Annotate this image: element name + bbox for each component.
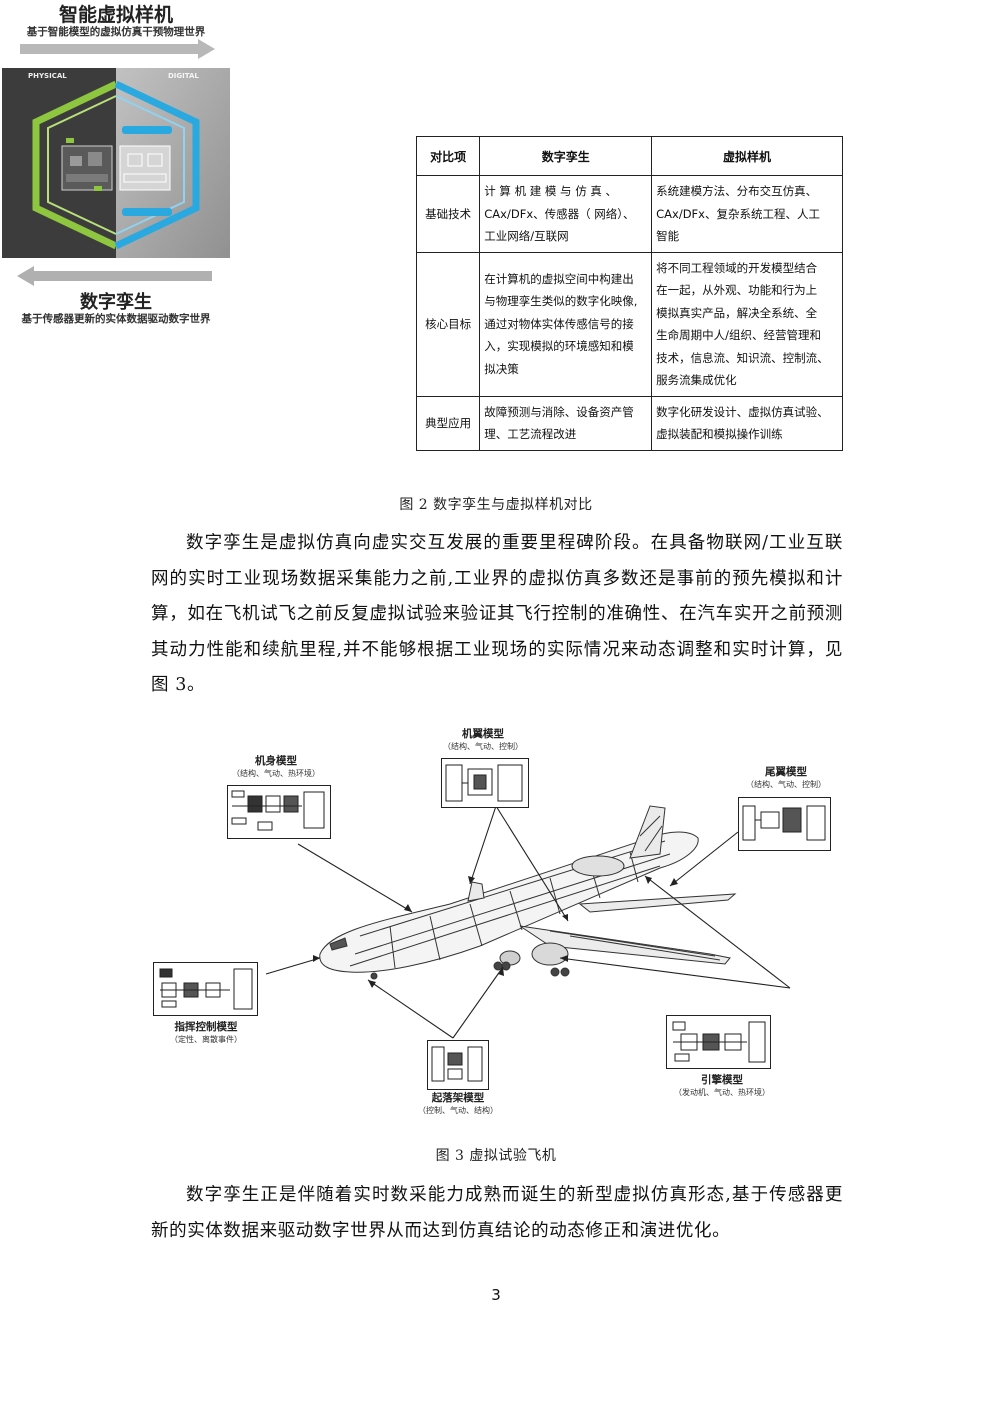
row-label: 典型应用 <box>415 395 481 451</box>
bottom-arrow <box>17 266 212 286</box>
cell-line: 理、工艺流程改进 <box>484 427 577 441</box>
block-diagram-icon <box>231 790 325 831</box>
flight-control-model-title: 指挥控制模型 <box>174 1021 238 1033</box>
page-number: 3 <box>491 1286 501 1304</box>
cell-line: 虚拟装配和模拟操作训练 <box>656 427 783 441</box>
figure3-caption: 图 3 虚拟试验飞机 <box>435 1148 557 1164</box>
physical-label: PHYSICAL <box>28 72 67 80</box>
header-item: 对比项 <box>415 136 481 176</box>
cell-line: 系统建模方法、分布交互仿真、 <box>656 184 818 198</box>
landing-gear-model-sub: （控制、气动、结构） <box>418 1106 498 1115</box>
top-title: 智能虚拟样机 <box>58 4 173 26</box>
fuselage-model-sub: （结构、气动、热环境） <box>232 769 320 778</box>
engine-model: 引擎模型 （发动机、气动、热环境） <box>662 1072 782 1098</box>
engine-model-title: 引擎模型 <box>701 1074 743 1086</box>
cell-line: 通过对物体实体传感信号的接 <box>484 316 634 331</box>
tail-model-diagram <box>738 797 831 851</box>
cell-line: 服务流集成优化 <box>656 373 737 387</box>
engine-model-diagram <box>666 1015 771 1069</box>
landing-gear-model-diagram <box>427 1040 489 1090</box>
row-label: 核心目标 <box>415 251 481 397</box>
cycle-graphic <box>2 39 230 258</box>
top-subtitle: 基于智能模型的虚拟仿真干预物理世界 <box>26 26 206 38</box>
virtual-prototype-cell: 系统建模方法、分布交互仿真、 CAx/DFx、复杂系统工程、人工智能 <box>651 175 843 253</box>
digital-twin-cell: 故障预测与消除、设备资产管理、工艺流程改进 <box>479 395 653 451</box>
cell-line: 故障预测与消除、设备资产管 <box>484 404 634 419</box>
wing-model-sub: （结构、气动、控制） <box>443 742 523 751</box>
wing-model: 机翼模型 （结构、气动、控制） <box>428 726 538 752</box>
tail-model: 尾翼模型 （结构、气动、控制） <box>736 764 836 790</box>
tail-model-title: 尾翼模型 <box>765 766 807 778</box>
digital-label: DIGITAL <box>168 72 199 80</box>
cell-line: 入，实现模拟的环境感知和模 <box>484 339 634 354</box>
header-digital-twin: 数字孪生 <box>479 136 653 176</box>
cell-line: 计 算 机 建 模 与 仿 真 、 <box>484 184 618 198</box>
cell-line: CAx/DFx、复杂系统工程、人工 <box>656 206 820 221</box>
fuselage-model-title: 机身模型 <box>255 755 297 767</box>
virtual-prototype-cell: 数字化研发设计、虚拟仿真试验、虚拟装配和模拟操作训练 <box>651 395 843 451</box>
block-diagram-icon <box>742 805 826 841</box>
flight-control-model-diagram <box>153 962 258 1016</box>
cell-line: 智能 <box>656 229 680 243</box>
cell-line: 与物理孪生类似的数字化映像, <box>484 294 638 309</box>
cell-line: 生命周期中人/组织、经营管理和 <box>656 328 821 342</box>
block-diagram-icon <box>672 1021 766 1063</box>
virtual-prototype-cell: 将不同工程领域的开发模型结合在一起，从外观、功能和行为上模拟真实产品，解决全系统… <box>651 251 843 397</box>
comparison-table: 对比项 数字孪生 虚拟样机 基础技术计 算 机 建 模 与 仿 真 、 CAx/D… <box>415 136 843 451</box>
figure2-caption: 图 2 数字孪生与虚拟样机对比 <box>399 497 593 513</box>
table-header-row: 对比项 数字孪生 虚拟样机 <box>415 136 843 176</box>
table-row: 基础技术计 算 机 建 模 与 仿 真 、 CAx/DFx、传感器（ 网络）、工业… <box>415 175 843 253</box>
cell-line: 在计算机的虚拟空间中构建出 <box>484 271 634 286</box>
block-diagram-icon <box>431 1046 483 1082</box>
cell-line: 工业网络/互联网 <box>484 229 569 243</box>
wing-model-title: 机翼模型 <box>462 728 504 740</box>
fuselage-model: 机身模型 （结构、气动、热环境） <box>216 753 336 779</box>
tail-model-sub: （结构、气动、控制） <box>746 780 826 789</box>
cell-line: 拟决策 <box>484 361 519 376</box>
landing-gear-model-title: 起落架模型 <box>431 1092 485 1104</box>
cell-line: 技术，信息流、知识流、控制流、 <box>656 350 829 365</box>
paragraph-1: 数字孪生是虚拟仿真向虚实交互发展的重要里程碑阶段。在具备物联网/工业互联网的实时… <box>151 533 843 695</box>
landing-gear-model: 起落架模型 （控制、气动、结构） <box>400 1090 516 1116</box>
flight-control-model: 指挥控制模型 （定性、离散事件） <box>146 1019 266 1045</box>
aircraft-figure <box>265 805 791 1039</box>
header-virtual-prototype: 虚拟样机 <box>651 136 843 176</box>
bottom-title: 数字孪生 <box>80 292 152 313</box>
paragraph-2: 数字孪生正是伴随着实时数采能力成熟而诞生的新型虚拟仿真形态,基于传感器更新的实体… <box>151 1185 843 1241</box>
cell-line: CAx/DFx、传感器（ 网络）、 <box>484 206 635 221</box>
flight-control-model-sub: （定性、离散事件） <box>170 1035 242 1044</box>
table-row: 典型应用故障预测与消除、设备资产管理、工艺流程改进数字化研发设计、虚拟仿真试验、… <box>415 395 843 451</box>
table-row: 核心目标在计算机的虚拟空间中构建出与物理孪生类似的数字化映像, 通过对物体实体传感… <box>415 251 843 397</box>
bottom-subtitle: 基于传感器更新的实体数据驱动数字世界 <box>21 313 211 325</box>
digital-twin-cell: 计 算 机 建 模 与 仿 真 、 CAx/DFx、传感器（ 网络）、工业网络/互… <box>479 175 653 253</box>
fuselage-model-diagram <box>227 785 331 839</box>
cell-line: 将不同工程领域的开发模型结合 <box>656 260 818 275</box>
wing-model-diagram <box>441 758 529 808</box>
row-label: 基础技术 <box>415 175 481 253</box>
engine-model-sub: （发动机、气动、热环境） <box>674 1088 770 1097</box>
cell-line: 模拟真实产品，解决全系统、全 <box>656 305 818 320</box>
digital-twin-cell: 在计算机的虚拟空间中构建出与物理孪生类似的数字化映像, 通过对物体实体传感信号的接… <box>479 251 653 397</box>
digital-twin-diagram: 智能虚拟样机 基于智能模型的虚拟仿真干预物理世界 PHYSICAL <box>0 0 232 328</box>
cell-line: 在一起，从外观、功能和行为上 <box>656 283 818 297</box>
cell-line: 数字化研发设计、虚拟仿真试验、 <box>656 404 829 419</box>
block-diagram-icon <box>159 968 253 1010</box>
block-diagram-icon <box>445 764 523 802</box>
